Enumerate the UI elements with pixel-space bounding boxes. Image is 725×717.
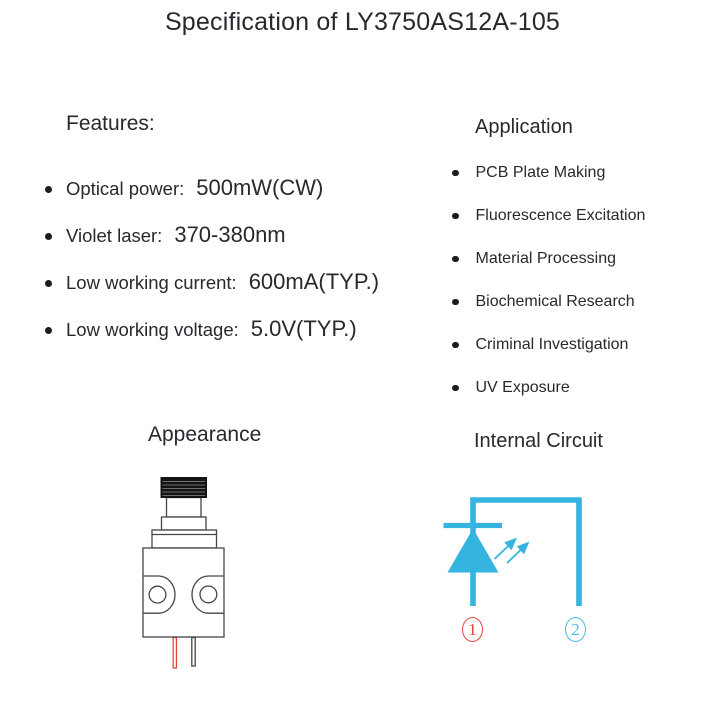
features-heading: Features: bbox=[66, 112, 155, 135]
application-label: UV Exposure bbox=[475, 379, 570, 396]
bullet-icon bbox=[45, 326, 52, 334]
module-step bbox=[160, 516, 207, 531]
feature-item: Optical power: 500mW(CW) bbox=[45, 175, 379, 203]
feature-value: 500mW(CW) bbox=[196, 175, 324, 200]
appearance-heading: Appearance bbox=[148, 423, 262, 446]
page-title: Specification of LY3750AS12A-105 bbox=[164, 8, 561, 36]
feature-label: Optical power: bbox=[66, 178, 185, 199]
bullet-icon bbox=[45, 185, 52, 193]
mount-hole-left bbox=[148, 585, 167, 604]
application-item: Fluorescence Excitation bbox=[452, 205, 645, 227]
application-heading: Application bbox=[475, 116, 573, 138]
internal-circuit-diagram bbox=[443, 497, 582, 606]
bullet-icon bbox=[452, 169, 459, 177]
application-item: Material Processing bbox=[452, 248, 645, 270]
mount-ear-right bbox=[191, 575, 224, 614]
module-flange bbox=[151, 529, 218, 549]
bullet-icon bbox=[45, 232, 52, 240]
bullet-icon bbox=[452, 298, 459, 306]
threaded-cap bbox=[160, 477, 207, 498]
laser-module-drawing bbox=[142, 477, 225, 669]
features-list: Optical power: 500mW(CW) Violet laser: 3… bbox=[45, 175, 379, 363]
application-item: UV Exposure bbox=[452, 377, 645, 399]
bullet-icon bbox=[452, 255, 459, 263]
light-emission-arrows-icon bbox=[493, 537, 530, 564]
feature-item: Low working current: 600mA(TYP.) bbox=[45, 269, 379, 297]
mount-ear-left bbox=[143, 575, 176, 614]
application-label: Material Processing bbox=[475, 250, 617, 267]
circuit-wires bbox=[470, 497, 582, 606]
pin-1-label: 1 bbox=[462, 617, 483, 642]
application-label: Biochemical Research bbox=[475, 293, 635, 310]
bullet-icon bbox=[452, 212, 459, 220]
application-item: Criminal Investigation bbox=[452, 334, 645, 356]
feature-item: Violet laser: 370-380nm bbox=[45, 222, 379, 250]
feature-label: Low working current: bbox=[66, 272, 237, 293]
feature-value: 5.0V(TYP.) bbox=[250, 316, 357, 341]
internal-circuit-heading: Internal Circuit bbox=[474, 430, 603, 452]
laser-diode-symbol bbox=[447, 528, 499, 573]
lead-positive bbox=[172, 636, 178, 669]
module-neck bbox=[165, 496, 202, 518]
application-label: PCB Plate Making bbox=[475, 164, 606, 181]
bullet-icon bbox=[45, 279, 52, 287]
bullet-icon bbox=[452, 384, 459, 392]
feature-value: 600mA(TYP.) bbox=[248, 269, 380, 294]
application-label: Fluorescence Excitation bbox=[475, 207, 646, 224]
feature-item: Low working voltage: 5.0V(TYP.) bbox=[45, 316, 379, 344]
feature-label: Low working voltage: bbox=[66, 319, 239, 340]
bullet-icon bbox=[452, 341, 459, 349]
pin-2-label: 2 bbox=[565, 617, 586, 642]
application-item: Biochemical Research bbox=[452, 291, 645, 313]
lead-negative bbox=[191, 636, 196, 667]
mount-hole-right bbox=[199, 585, 218, 604]
application-item: PCB Plate Making bbox=[452, 162, 645, 184]
feature-label: Violet laser: bbox=[66, 225, 163, 246]
feature-value: 370-380nm bbox=[174, 222, 286, 247]
application-list: PCB Plate Making Fluorescence Excitation… bbox=[452, 162, 645, 420]
application-label: Criminal Investigation bbox=[475, 336, 629, 353]
